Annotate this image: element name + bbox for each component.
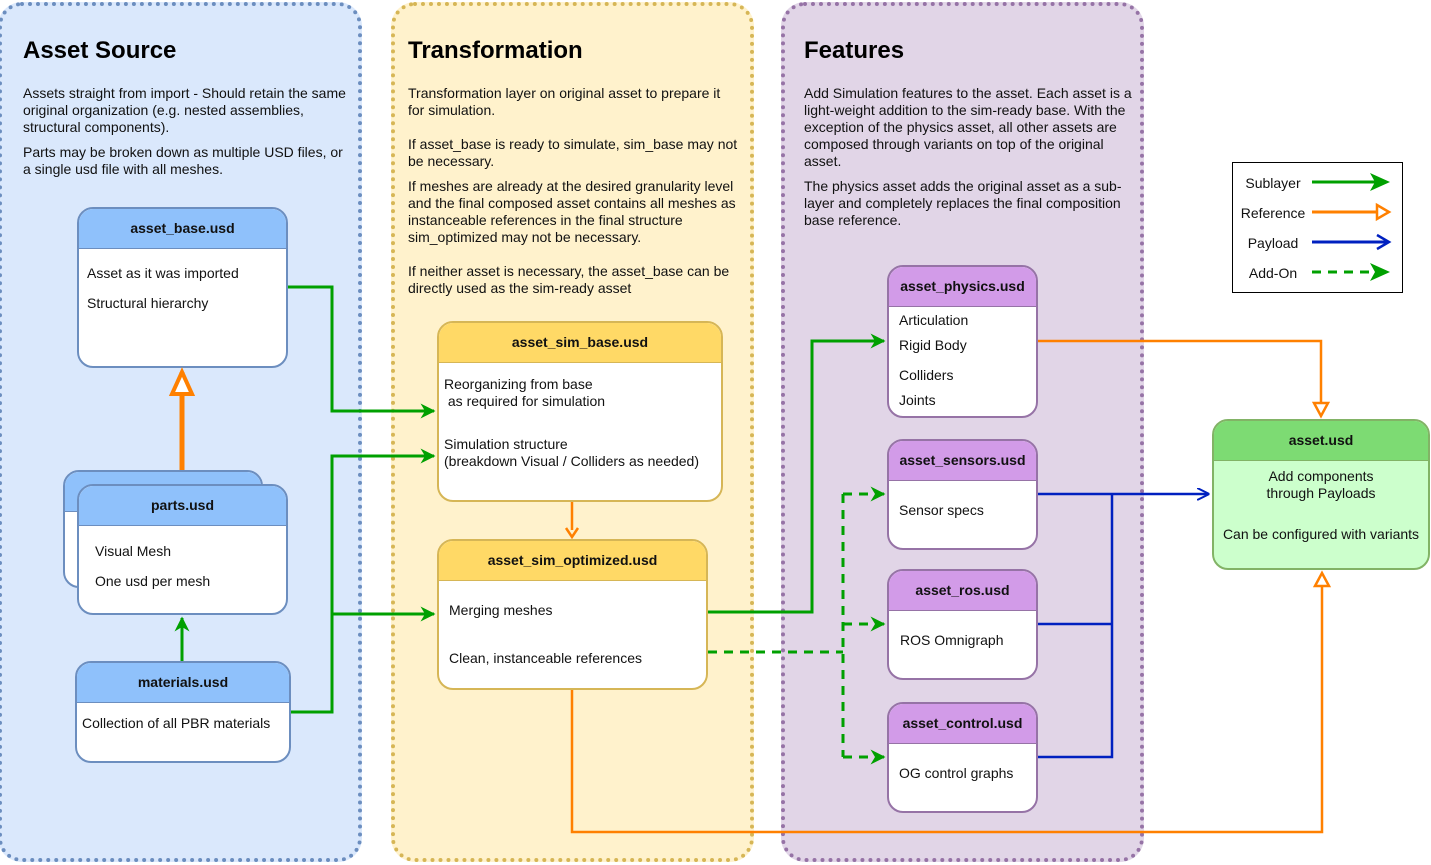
node-materials[interactable]: materials.usd Collection of all PBR mate…	[75, 661, 291, 763]
lane-title-features: Features	[804, 37, 905, 64]
description-paragraph: Parts may be broken down as multiple USD…	[23, 144, 343, 177]
node-title: asset.usd	[1214, 421, 1428, 461]
lane-title-transformation: Transformation	[408, 37, 583, 64]
node-parts[interactable]: parts.usd Visual Mesh One usd per mesh	[77, 484, 288, 615]
node-line: Clean, instanceable references	[449, 650, 643, 666]
node-asset-ros[interactable]: asset_ros.usd ROS Omnigraph	[887, 569, 1038, 680]
node-title: asset_sensors.usd	[889, 441, 1036, 481]
node-asset-sensors[interactable]: asset_sensors.usd Sensor specs	[887, 439, 1038, 550]
description-paragraph: If asset_base is ready to simulate, sim_…	[408, 136, 738, 169]
node-title: asset_sim_base.usd	[439, 323, 721, 363]
node-title: asset_control.usd	[889, 704, 1036, 744]
description-paragraph: The physics asset adds the original asse…	[804, 178, 1122, 228]
description-paragraph: Transformation layer on original asset t…	[408, 85, 721, 118]
legend-swatch-reference	[1312, 202, 1392, 222]
node-title: asset_ros.usd	[889, 571, 1036, 611]
node-line: through Payloads	[1266, 485, 1376, 501]
legend-label-sublayer: Sublayer	[1245, 175, 1301, 191]
description-paragraph: If meshes are already at the desired gra…	[408, 178, 736, 245]
node-line: Add components	[1268, 468, 1374, 484]
open-arrow-icon	[1376, 233, 1392, 251]
node-line: Can be configured with variants	[1222, 526, 1420, 542]
description-paragraph: If neither asset is necessary, the asset…	[408, 263, 730, 296]
node-title: materials.usd	[77, 663, 289, 703]
node-line: Articulation	[899, 312, 969, 328]
node-line: Colliders	[899, 367, 954, 383]
node-title: asset_base.usd	[79, 209, 286, 249]
node-line: ROS Omnigraph	[900, 632, 1004, 648]
description-paragraph: Assets straight from import - Should ret…	[23, 85, 346, 135]
lane-description-asset-source: Assets straight from import - Should ret…	[23, 85, 353, 195]
legend-swatch-addon	[1312, 263, 1390, 281]
arrow-icon	[1370, 263, 1390, 281]
node-title: parts.usd	[79, 486, 286, 526]
node-asset-physics[interactable]: asset_physics.usd Articulation Rigid Bod…	[887, 265, 1038, 418]
node-line: Reorganizing from base	[444, 376, 593, 392]
node-line: Joints	[899, 392, 936, 408]
node-line: Structural hierarchy	[87, 295, 209, 311]
node-line: Rigid Body	[899, 337, 967, 353]
hollow-arrow-icon	[1312, 570, 1332, 588]
node-line: Simulation structure	[444, 436, 568, 452]
legend-swatch-payload	[1312, 233, 1392, 251]
node-asset-base[interactable]: asset_base.usd Asset as it was imported …	[77, 207, 288, 368]
lane-description-transformation: Transformation layer on original asset t…	[408, 85, 738, 314]
node-line: Collection of all PBR materials	[82, 715, 271, 731]
node-line: Merging meshes	[449, 602, 553, 618]
hollow-arrow-icon	[1375, 202, 1392, 222]
node-asset-control[interactable]: asset_control.usd OG control graphs	[887, 702, 1038, 813]
lane-description-features: Add Simulation features to the asset. Ea…	[804, 85, 1136, 246]
lane-title-asset-source: Asset Source	[23, 37, 177, 64]
node-asset[interactable]: asset.usd Add components through Payload…	[1212, 419, 1430, 570]
node-line: Sensor specs	[899, 502, 984, 518]
legend-label-reference: Reference	[1240, 205, 1306, 221]
node-line: One usd per mesh	[95, 573, 211, 589]
legend-swatch-sublayer	[1312, 173, 1390, 191]
node-asset-sim-optimized[interactable]: asset_sim_optimized.usd Merging meshes C…	[437, 539, 708, 690]
node-line: Visual Mesh	[95, 543, 172, 559]
legend-label-payload: Payload	[1247, 235, 1299, 251]
node-line: Asset as it was imported	[87, 265, 239, 281]
hollow-arrow-icon	[1311, 401, 1331, 419]
node-line: (breakdown Visual / Colliders as needed)	[444, 453, 699, 469]
node-line: as required for simulation	[444, 393, 606, 409]
legend-label-addon: Add-On	[1248, 265, 1298, 281]
node-title: asset_sim_optimized.usd	[439, 541, 706, 581]
node-line: OG control graphs	[899, 765, 1014, 781]
description-paragraph: Add Simulation features to the asset. Ea…	[804, 85, 1132, 169]
node-title: asset_physics.usd	[889, 267, 1036, 307]
legend: Sublayer Reference Payload Add-On	[1232, 162, 1403, 293]
node-asset-sim-base[interactable]: asset_sim_base.usd Reorganizing from bas…	[437, 321, 723, 502]
arrow-icon	[1370, 173, 1390, 191]
